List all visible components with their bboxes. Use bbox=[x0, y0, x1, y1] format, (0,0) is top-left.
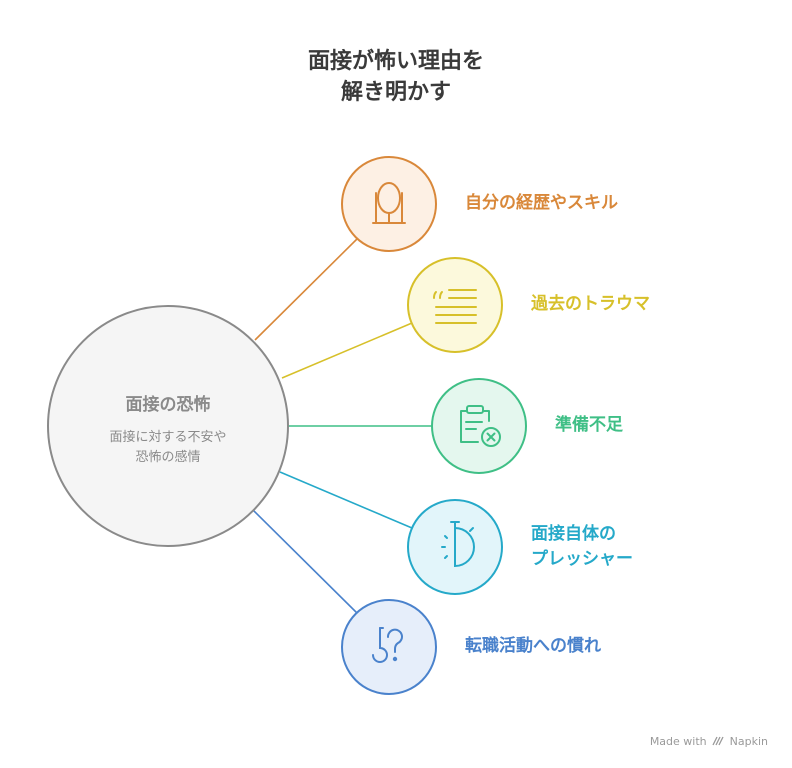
connector-5 bbox=[252, 509, 359, 615]
center-description-line-2: 恐怖の感情 bbox=[135, 450, 201, 465]
connector-4 bbox=[279, 471, 413, 529]
node-1 bbox=[341, 156, 437, 252]
quote-list-icon bbox=[433, 289, 477, 324]
napkin-watermark: Made with Napkin bbox=[650, 735, 768, 748]
branch-label-1: 自分の経歴やスキル bbox=[465, 193, 618, 213]
napkin-logo-icon bbox=[712, 736, 724, 746]
branch-label-4: 面接自体の プレッシャー bbox=[531, 522, 633, 572]
center-description-line-1: 面接に対する不安や bbox=[109, 430, 227, 445]
clipboard-x-icon bbox=[460, 405, 501, 447]
question-hook-icon bbox=[372, 627, 403, 663]
watermark-made-with: Made with bbox=[649, 735, 707, 748]
node-2 bbox=[407, 257, 503, 353]
node-4 bbox=[407, 499, 503, 595]
node-3 bbox=[431, 378, 527, 474]
title-line-2: 解き明かす bbox=[340, 80, 451, 105]
branch-label-3: 準備不足 bbox=[555, 415, 623, 435]
branch-label-5: 転職活動への慣れ bbox=[465, 636, 601, 656]
title-line-1: 面接が怖い理由を bbox=[307, 49, 484, 74]
page-title: 面接が怖い理由を 解き明かす bbox=[0, 46, 792, 108]
branch-label-4-line-1: 面接自体の bbox=[531, 524, 616, 544]
node-5 bbox=[341, 599, 437, 695]
timer-icon bbox=[441, 521, 475, 568]
connector-1 bbox=[254, 237, 359, 341]
connector-2 bbox=[281, 322, 413, 379]
branch-label-4-line-2: プレッシャー bbox=[531, 549, 633, 569]
center-node bbox=[47, 305, 289, 547]
branch-label-2: 過去のトラウマ bbox=[531, 294, 650, 314]
center-title: 面接の恐怖 bbox=[125, 395, 211, 415]
watermark-brand: Napkin bbox=[729, 735, 768, 748]
center-description: 面接に対する不安や 恐怖の感情 bbox=[68, 428, 268, 468]
mirror-icon bbox=[372, 182, 406, 224]
